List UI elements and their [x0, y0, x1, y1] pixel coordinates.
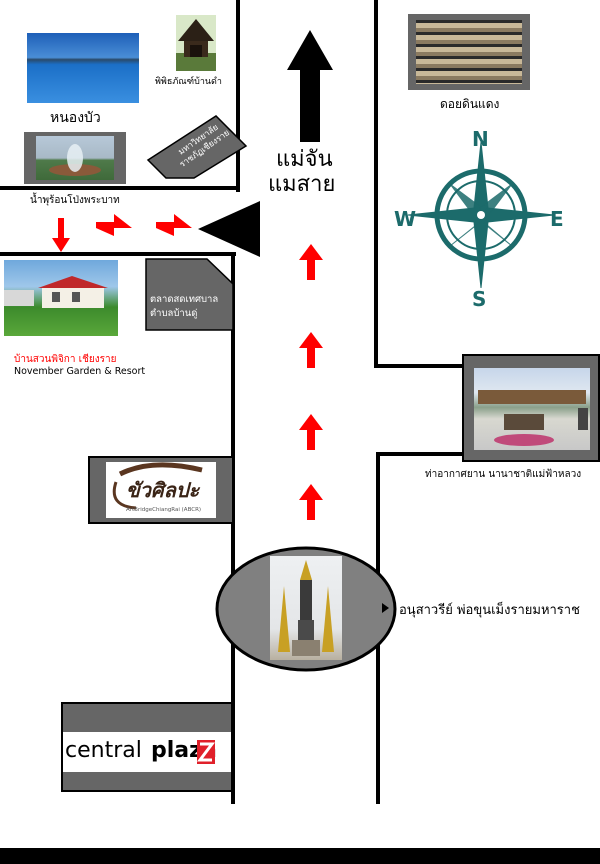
red-arrow-north-4: [299, 484, 323, 520]
compass-w: W: [394, 207, 417, 231]
hot-spring-frame: [24, 132, 126, 184]
north-arrow-icon: [287, 30, 333, 142]
west-turn-arrow-icon: [198, 201, 260, 257]
road-edge-side-bottom: [0, 252, 236, 256]
road-edge-east-junction-lower: [376, 452, 466, 456]
market-label-line1: ตลาดสดเทศบาล: [150, 294, 219, 305]
compass-s: S: [472, 287, 487, 311]
nong-bua-photo: [27, 33, 139, 103]
resort-photo: [4, 260, 118, 336]
red-arrow-west-1: [156, 214, 192, 236]
central-plaza-z-icon: [197, 740, 215, 764]
art-bridge-logo: ขัวศิลปะ ArtBridgeChiangRai (ABCR): [106, 462, 216, 518]
baan-dam-museum-photo: [176, 15, 216, 71]
monument-pointer-icon: [382, 603, 389, 613]
art-bridge-frame: ขัวศิลปะ ArtBridgeChiangRai (ABCR): [88, 456, 234, 524]
red-arrow-south-head: [52, 238, 70, 252]
compass-e: E: [550, 207, 564, 231]
red-arrow-south-shaft: [58, 218, 64, 240]
road-edge-west-lower: [231, 252, 235, 804]
road-edge-side-top: [0, 186, 240, 190]
art-bridge-logo-text: ขัวศิลปะ: [126, 478, 200, 502]
red-arrow-north-1: [299, 244, 323, 280]
red-arrow-north-3: [299, 414, 323, 450]
road-edge-east-upper: [374, 0, 378, 368]
airport-photo: [474, 368, 590, 450]
doi-din-daeng-frame: [408, 14, 530, 90]
nong-bua-label: หนองบัว: [50, 110, 101, 126]
central-plaza-text-1: central: [65, 738, 142, 763]
red-arrow-west-2: [96, 214, 132, 236]
market-label-line2: ตำบลบ้านดู่: [150, 308, 198, 319]
hot-spring-label: น้ำพุร้อนโป่งพระบาท: [30, 195, 120, 206]
direction-label-line1: แม่จัน: [276, 147, 333, 172]
central-plaza-frame: central plaza: [61, 702, 233, 792]
airport-label: ท่าอากาศยาน นานาชาติแม่ฟ้าหลวง: [425, 469, 582, 480]
road-edge-east-junction: [374, 364, 464, 368]
direction-label-line2: แมสาย: [268, 172, 336, 197]
art-bridge-caption: ArtBridgeChiangRai (ABCR): [126, 507, 202, 513]
monument-label: อนุสาวรีย์ พ่อขุนเม็งรายมหาราช: [399, 603, 580, 618]
university-block: มหาวิทยาลัย ราชภัฏเชียงราย: [142, 112, 252, 182]
monument-photo: [270, 556, 342, 660]
compass-n: N: [472, 127, 489, 151]
market-block: [145, 258, 234, 331]
airport-frame: [462, 354, 600, 462]
resort-label-english: November Garden & Resort: [14, 366, 146, 377]
compass-rose-icon: [407, 141, 555, 289]
resort-label-thai: บ้านสวนพิจิกา เชียงราย: [14, 354, 117, 365]
hot-spring-photo: [36, 136, 114, 180]
doi-din-daeng-label: ดอยดินแดง: [440, 97, 500, 111]
red-route-arrows-west: [52, 214, 192, 252]
road-edge-west-upper: [236, 0, 240, 192]
red-route-arrows-north: [299, 244, 323, 520]
central-plaza-logo: central plaza: [63, 732, 231, 772]
red-arrow-north-2: [299, 332, 323, 368]
doi-din-daeng-photo: [416, 20, 522, 84]
baan-dam-museum-label: พิพิธภัณฑ์บ้านดำ: [155, 77, 222, 87]
